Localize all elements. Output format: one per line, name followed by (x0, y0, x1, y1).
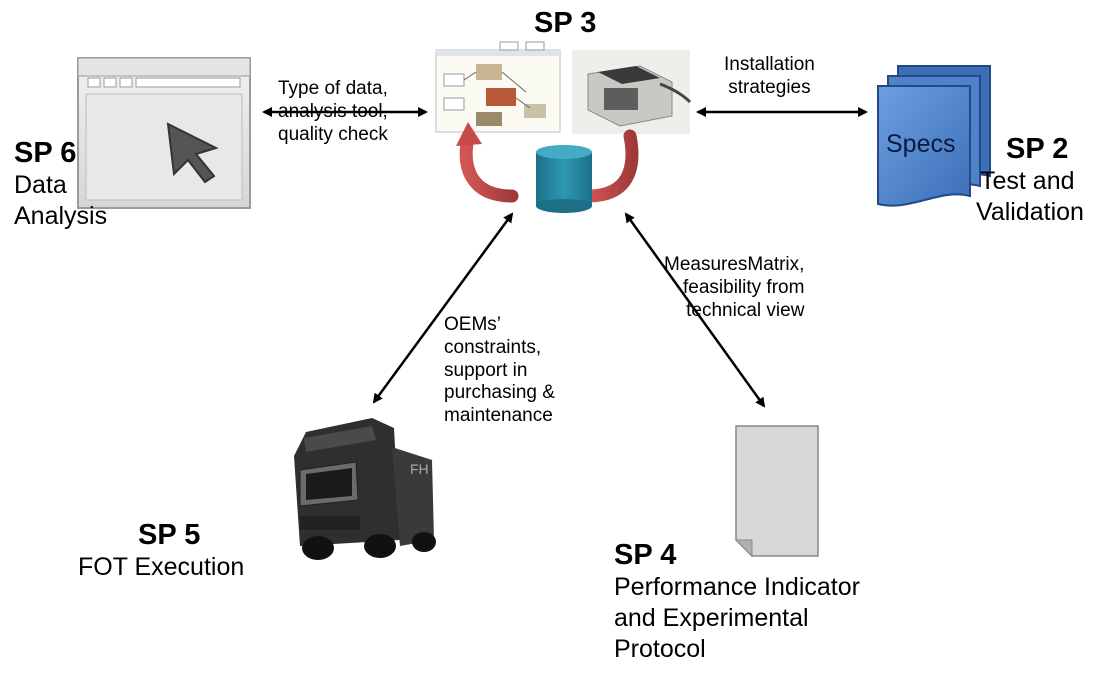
sp6-node: SP 6 Data Analysis (14, 137, 108, 232)
specs-label: Specs (886, 130, 956, 158)
data-logger-device-image (572, 50, 692, 134)
sp3-title: SP 3 (534, 7, 597, 39)
cursor-icon (166, 122, 219, 184)
sp4-title: SP 4 (614, 539, 677, 571)
edge-label-sp3-sp5: OEMs’ constraints, support in purchasing… (444, 314, 555, 428)
edge-label-sp3-sp5-line4: purchasing & (444, 382, 555, 404)
sp2-node: SP 2 Test and Validation (976, 133, 1084, 228)
sp4-subtitle-line3: Protocol (614, 635, 706, 664)
edge-label-sp3-sp2: Installation strategies (724, 54, 815, 100)
edge-label-sp3-sp6-line2: analysis tool, (278, 100, 388, 122)
specs-document-icon (877, 65, 991, 207)
sp4-subtitle-line2: and Experimental (614, 604, 809, 633)
sp6-subtitle-line1: Data (14, 170, 67, 199)
edge-label-sp3-sp2-line1: Installation (724, 54, 815, 75)
sp2-subtitle-line2: Validation (976, 198, 1084, 227)
document-page-icon (734, 425, 819, 558)
database-icon (536, 145, 592, 213)
browser-window-icon (77, 57, 251, 209)
software-screenshot-image (435, 41, 561, 133)
sp5-title: SP 5 (138, 519, 201, 551)
edge-label-sp3-sp5-line5: maintenance (444, 405, 553, 427)
edge-label-sp3-sp5-line3: support in (444, 359, 528, 381)
sp4-subtitle-line1: Performance Indicator (614, 572, 860, 601)
sp6-title: SP 6 (14, 137, 77, 169)
sp6-subtitle-line2: Analysis (14, 202, 108, 231)
truck-image: FH (294, 418, 436, 560)
edge-label-sp3-sp5-line2: constraints, (444, 336, 542, 358)
svg-text:FH: FH (410, 461, 429, 477)
edge-label-sp3-sp6: Type of data, analysis tool, quality che… (278, 78, 388, 146)
cycle-arrow (456, 122, 639, 203)
edge-label-sp3-sp6-line1: Type of data, (278, 78, 388, 99)
edge-label-sp3-sp6-line3: quality check (278, 123, 388, 145)
edge-label-sp3-sp4-line3: technical view (686, 299, 805, 321)
edge-label-sp3-sp2-line2: strategies (728, 76, 811, 98)
edge-label-sp3-sp4-line1: MeasuresMatrix, (664, 254, 805, 275)
sp4-node: SP 4 Performance Indicator and Experimen… (614, 539, 860, 666)
sp2-subtitle-line1: Test and (980, 166, 1075, 195)
edge-label-sp3-sp5-line1: OEMs’ (444, 314, 501, 335)
edge-label-sp3-sp4-line2: feasibility from (683, 276, 805, 298)
sp5-subtitle: FOT Execution (78, 552, 245, 581)
sp5-node: SP 5 FOT Execution (78, 519, 245, 583)
edge-label-sp3-sp4: MeasuresMatrix, feasibility from technic… (664, 254, 804, 322)
arrow-sp3-sp4 (624, 212, 766, 408)
arrow-sp3-sp5 (372, 212, 514, 404)
sp2-title: SP 2 (1006, 133, 1069, 165)
